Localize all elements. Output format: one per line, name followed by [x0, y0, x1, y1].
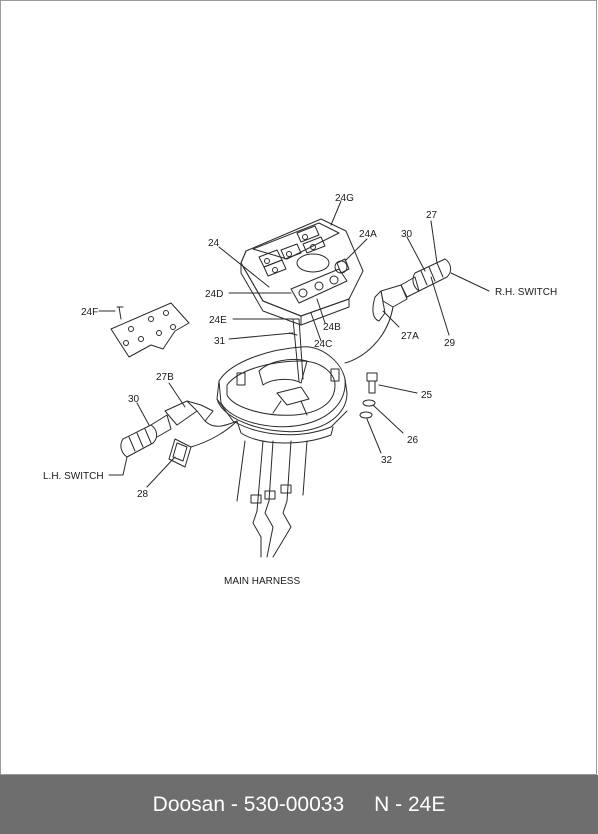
figure-reference: N - 24E — [374, 792, 446, 816]
caption-bar: Doosan - 530-00033 N - 24E — [0, 775, 598, 834]
callout-31: 31 — [214, 336, 226, 347]
callout-29: 29 — [444, 338, 456, 349]
leader-lines — [98, 200, 490, 488]
callout-27: 27 — [426, 210, 438, 221]
rh-switch — [344, 258, 452, 364]
console-cover — [110, 302, 190, 358]
console-housing — [216, 346, 348, 444]
callout-24: 24 — [208, 238, 220, 249]
callout-24e: 24E — [209, 315, 227, 326]
instrument-panel — [240, 218, 364, 326]
parts-diagram: 24G 27 24 24A 30 24D 24F 24E 24B 31 24C … — [43, 193, 557, 587]
bolt-washers — [359, 372, 378, 419]
callout-24a: 24A — [359, 229, 377, 240]
callout-25: 25 — [421, 390, 433, 401]
lh-switch — [120, 400, 238, 468]
callout-24b: 24B — [323, 322, 341, 333]
callout-30-left: 30 — [128, 394, 140, 405]
callout-32: 32 — [381, 455, 393, 466]
diagram-sheet: 24G 27 24 24A 30 24D 24F 24E 24B 31 24C … — [0, 0, 597, 775]
rh-switch-label: R.H. SWITCH — [495, 287, 557, 298]
callout-26: 26 — [407, 435, 419, 446]
lh-switch-label: L.H. SWITCH — [43, 471, 104, 482]
callout-30-right: 30 — [401, 229, 413, 240]
callout-24g: 24G — [335, 193, 354, 204]
callout-27a: 27A — [401, 331, 419, 342]
callout-24d: 24D — [205, 289, 223, 300]
main-harness-label: MAIN HARNESS — [224, 576, 300, 587]
callout-24f: 24F — [81, 307, 98, 318]
callout-27b: 27B — [156, 372, 174, 383]
callout-labels: 24G 27 24 24A 30 24D 24F 24E 24B 31 24C … — [43, 193, 557, 587]
part-number: Doosan - 530-00033 — [152, 792, 345, 816]
callout-28: 28 — [137, 489, 149, 500]
callout-24c: 24C — [314, 339, 332, 350]
main-harness — [236, 440, 308, 558]
